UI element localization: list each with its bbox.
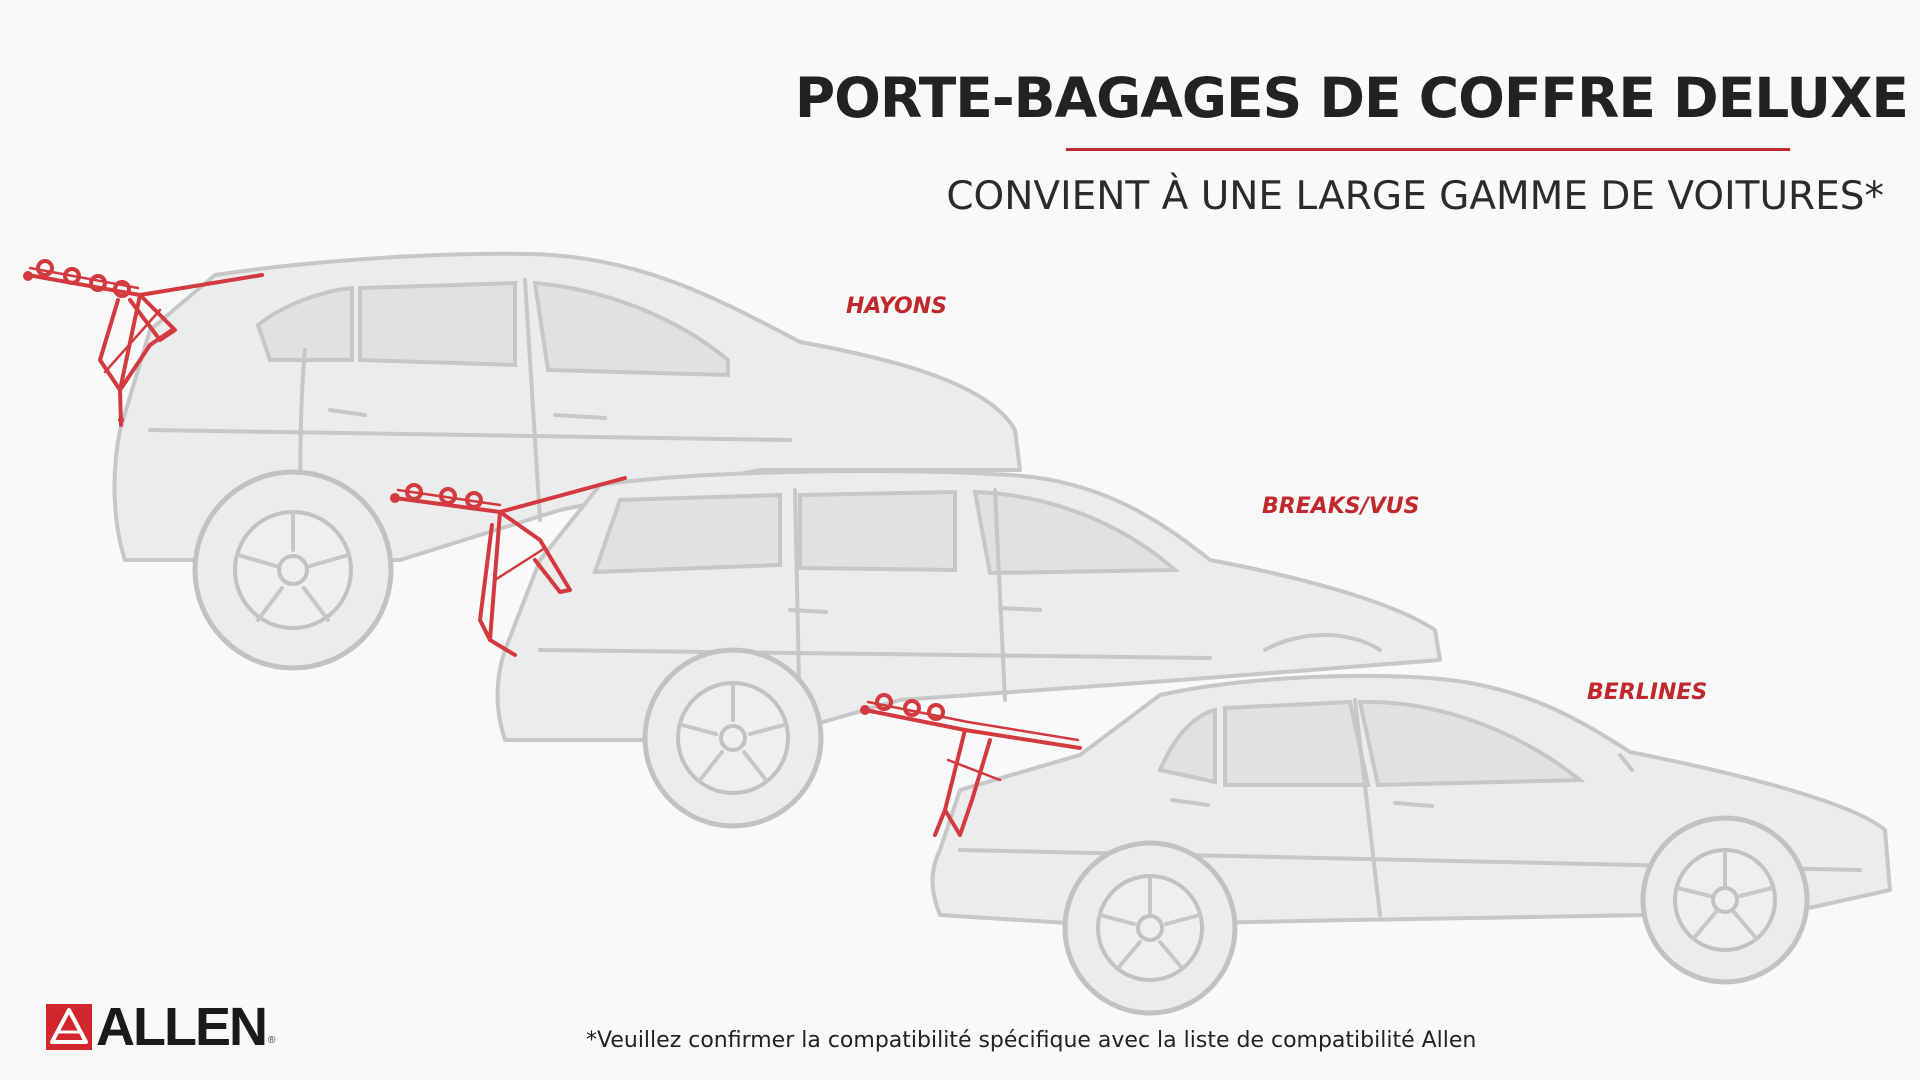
brand-name: ALLEN [96,997,268,1057]
registered-mark: ® [267,1035,276,1046]
sedan-label: BERLINES [1587,680,1708,705]
hatchback-car-icon [112,251,1022,671]
title-divider [1066,148,1790,151]
brand-logo: ALLEN ® [46,1000,275,1054]
hatchback-label: HAYONS [846,294,948,319]
station-wagon-car-icon [495,469,1442,829]
page-subtitle: CONVIENT À UNE LARGE GAMME DE VOITURES* [946,174,1884,219]
sedan-car-icon [930,673,1892,1016]
allen-triangle-icon [46,1004,92,1050]
bike-rack-icon [390,476,627,657]
page-title: PORTE-BAGAGES DE COFFRE DELUXE [794,66,1909,130]
wagon-suv-label: BREAKS/VUS [1262,494,1420,519]
bike-rack-icon [860,693,1082,837]
bike-rack-icon [23,259,264,427]
compatibility-footnote: *Veuillez confirmer la compatibilité spé… [586,1028,1477,1053]
